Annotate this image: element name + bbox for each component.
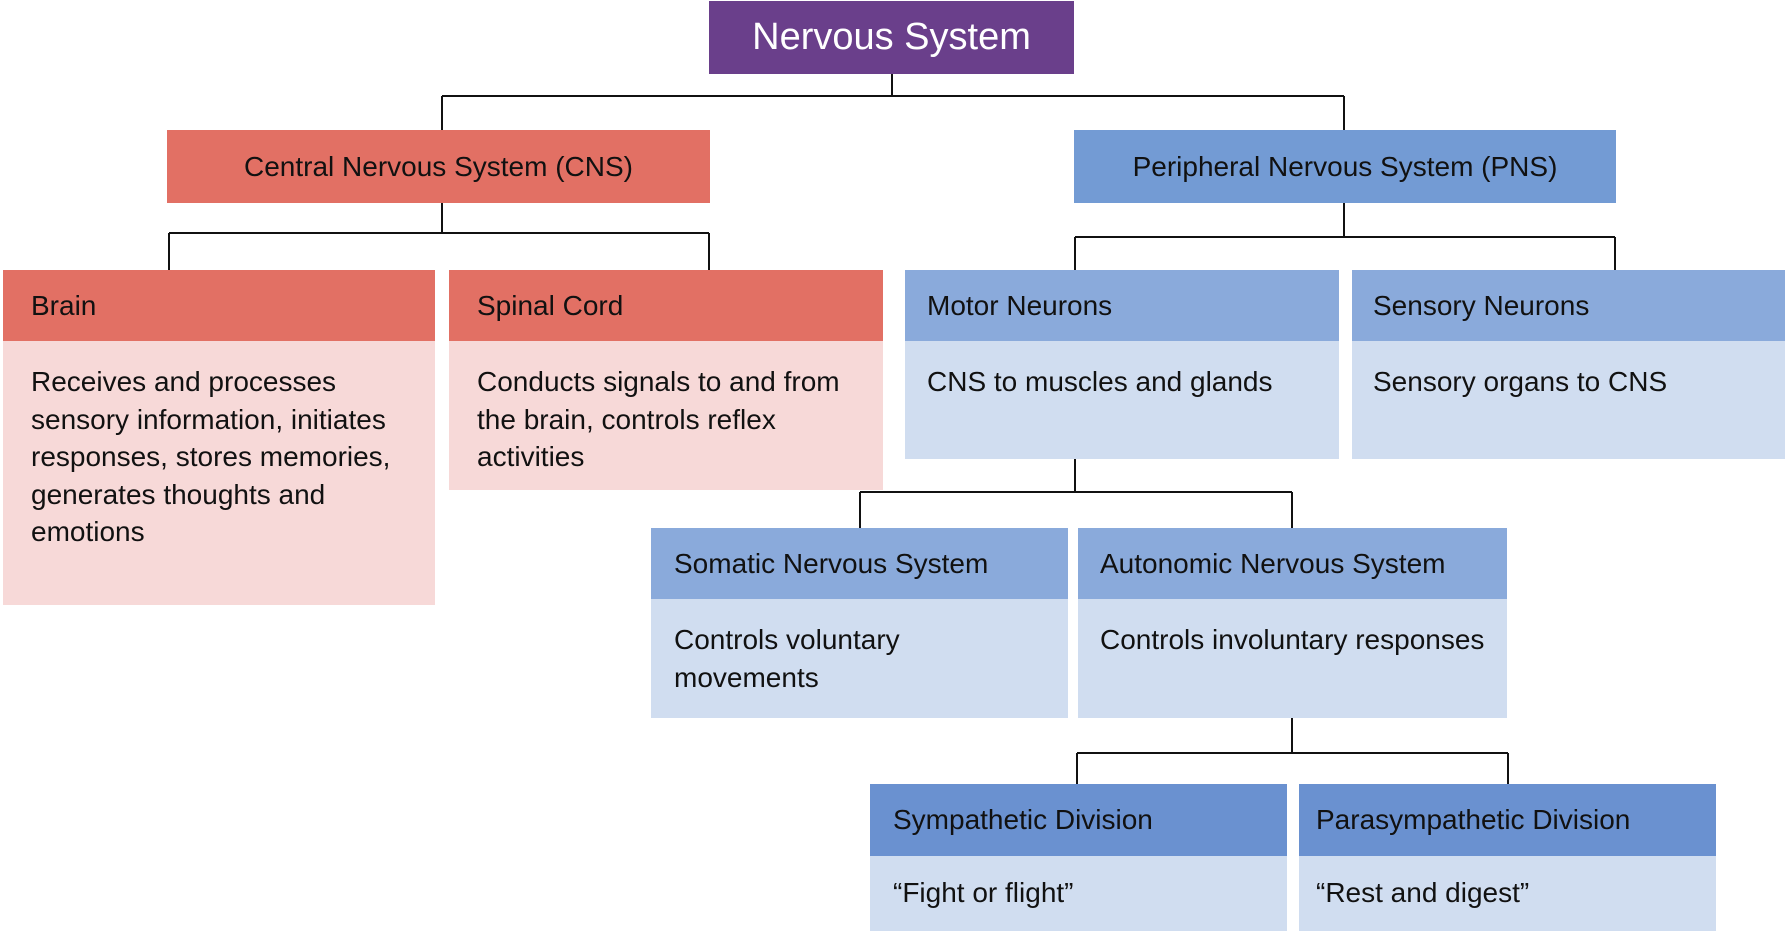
node-spinal-cord-description: Conducts signals to and from the brain, … [477,366,840,472]
node-sympathetic-body: “Fight or flight” [870,856,1287,931]
node-brain-body: Receives and processes sensory informati… [3,341,435,605]
node-somatic-body: Controls voluntary movements [651,599,1068,718]
node-parasympathetic-body: “Rest and digest” [1299,856,1716,931]
node-parasympathetic-division: Parasympathetic Division “Rest and diges… [1299,784,1716,931]
node-autonomic-nervous-system: Autonomic Nervous System Controls involu… [1078,528,1507,718]
node-brain-description: Receives and processes sensory informati… [31,366,391,547]
node-somatic-description: Controls voluntary movements [674,624,900,693]
node-parasympathetic-description: “Rest and digest” [1316,877,1530,908]
node-brain-title: Brain [31,289,97,321]
node-spinal-cord: Spinal Cord Conducts signals to and from… [449,270,883,490]
node-parasympathetic-header: Parasympathetic Division [1299,784,1716,856]
node-motor-neurons-header: Motor Neurons [905,270,1339,341]
root-node-label: Nervous System [752,16,1031,58]
node-sympathetic-division: Sympathetic Division “Fight or flight” [870,784,1287,931]
node-pns-label: Peripheral Nervous System (PNS) [1132,150,1558,182]
node-somatic-header: Somatic Nervous System [651,528,1068,599]
root-node-nervous-system: Nervous System [709,1,1074,74]
node-cns-label: Central Nervous System (CNS) [244,150,633,182]
node-somatic-nervous-system: Somatic Nervous System Controls voluntar… [651,528,1068,718]
node-autonomic-description: Controls involuntary responses [1100,624,1485,655]
node-spinal-cord-header: Spinal Cord [449,270,883,341]
node-autonomic-header: Autonomic Nervous System [1078,528,1507,599]
node-sensory-neurons-description: Sensory organs to CNS [1373,366,1668,397]
node-spinal-cord-body: Conducts signals to and from the brain, … [449,341,883,490]
node-motor-neurons-description: CNS to muscles and glands [927,366,1273,397]
node-brain-header: Brain [3,270,435,341]
node-motor-neurons-title: Motor Neurons [927,289,1113,321]
node-motor-neurons: Motor Neurons CNS to muscles and glands [905,270,1339,459]
node-autonomic-body: Controls involuntary responses [1078,599,1507,718]
node-pns: Peripheral Nervous System (PNS) [1074,130,1616,203]
node-sympathetic-title: Sympathetic Division [893,804,1153,835]
node-cns: Central Nervous System (CNS) [167,130,710,203]
node-sensory-neurons-body: Sensory organs to CNS [1352,341,1785,459]
node-brain: Brain Receives and processes sensory inf… [3,270,435,605]
node-sensory-neurons: Sensory Neurons Sensory organs to CNS [1352,270,1785,459]
node-sensory-neurons-header: Sensory Neurons [1352,270,1785,341]
node-motor-neurons-body: CNS to muscles and glands [905,341,1339,459]
node-spinal-cord-title: Spinal Cord [477,289,624,321]
node-autonomic-title: Autonomic Nervous System [1100,547,1446,579]
node-sympathetic-header: Sympathetic Division [870,784,1287,856]
node-sympathetic-description: “Fight or flight” [893,877,1074,908]
node-somatic-title: Somatic Nervous System [674,547,989,579]
node-sensory-neurons-title: Sensory Neurons [1373,289,1590,321]
node-parasympathetic-title: Parasympathetic Division [1316,804,1631,835]
